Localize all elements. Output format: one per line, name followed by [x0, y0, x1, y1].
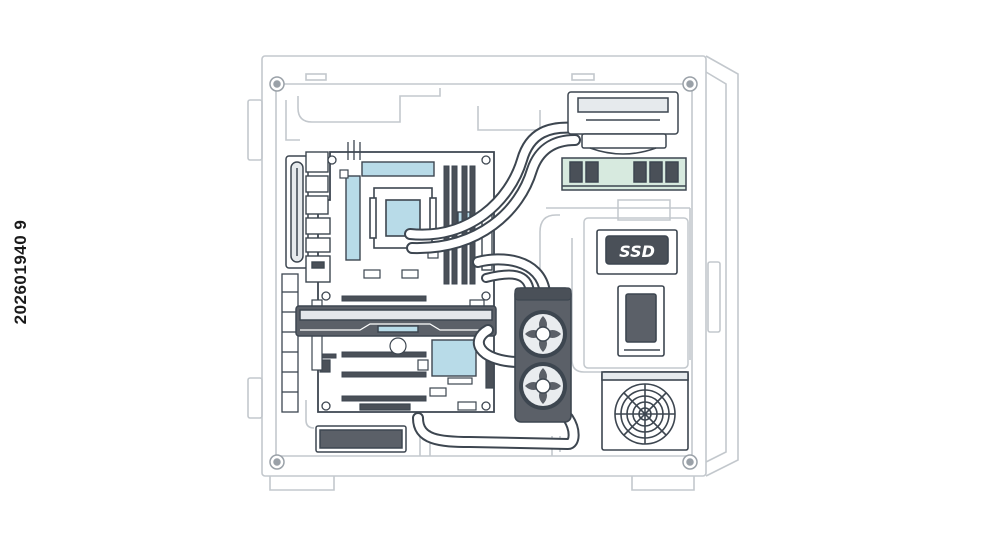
ram-module: [561, 157, 687, 191]
ssd-label: SSD: [619, 242, 655, 261]
mb-standoffs: [321, 155, 491, 411]
top-radiator: [567, 91, 679, 155]
vertical-gpu-fans: [514, 287, 572, 423]
vrm-heatsinks: [345, 161, 477, 377]
fan-icon: [519, 362, 567, 410]
hdd-drive: [617, 285, 665, 357]
power-supply: [601, 371, 689, 451]
ssd-drive: SSD: [596, 229, 678, 275]
bottom-shroud-panel: [315, 425, 407, 453]
motherboard: [305, 140, 495, 413]
fan-icon: [519, 310, 567, 358]
case-screws: [269, 76, 698, 470]
psu-fan-grille-icon: [614, 383, 676, 445]
pcie-slots: [319, 295, 427, 402]
io-panel: [305, 151, 331, 283]
cpu-power-cable: [347, 140, 361, 160]
graphics-card: [295, 305, 497, 337]
rear-case-fan: [285, 155, 309, 269]
drive-bay: [583, 199, 689, 369]
expansion-slot-brackets: [281, 273, 299, 413]
